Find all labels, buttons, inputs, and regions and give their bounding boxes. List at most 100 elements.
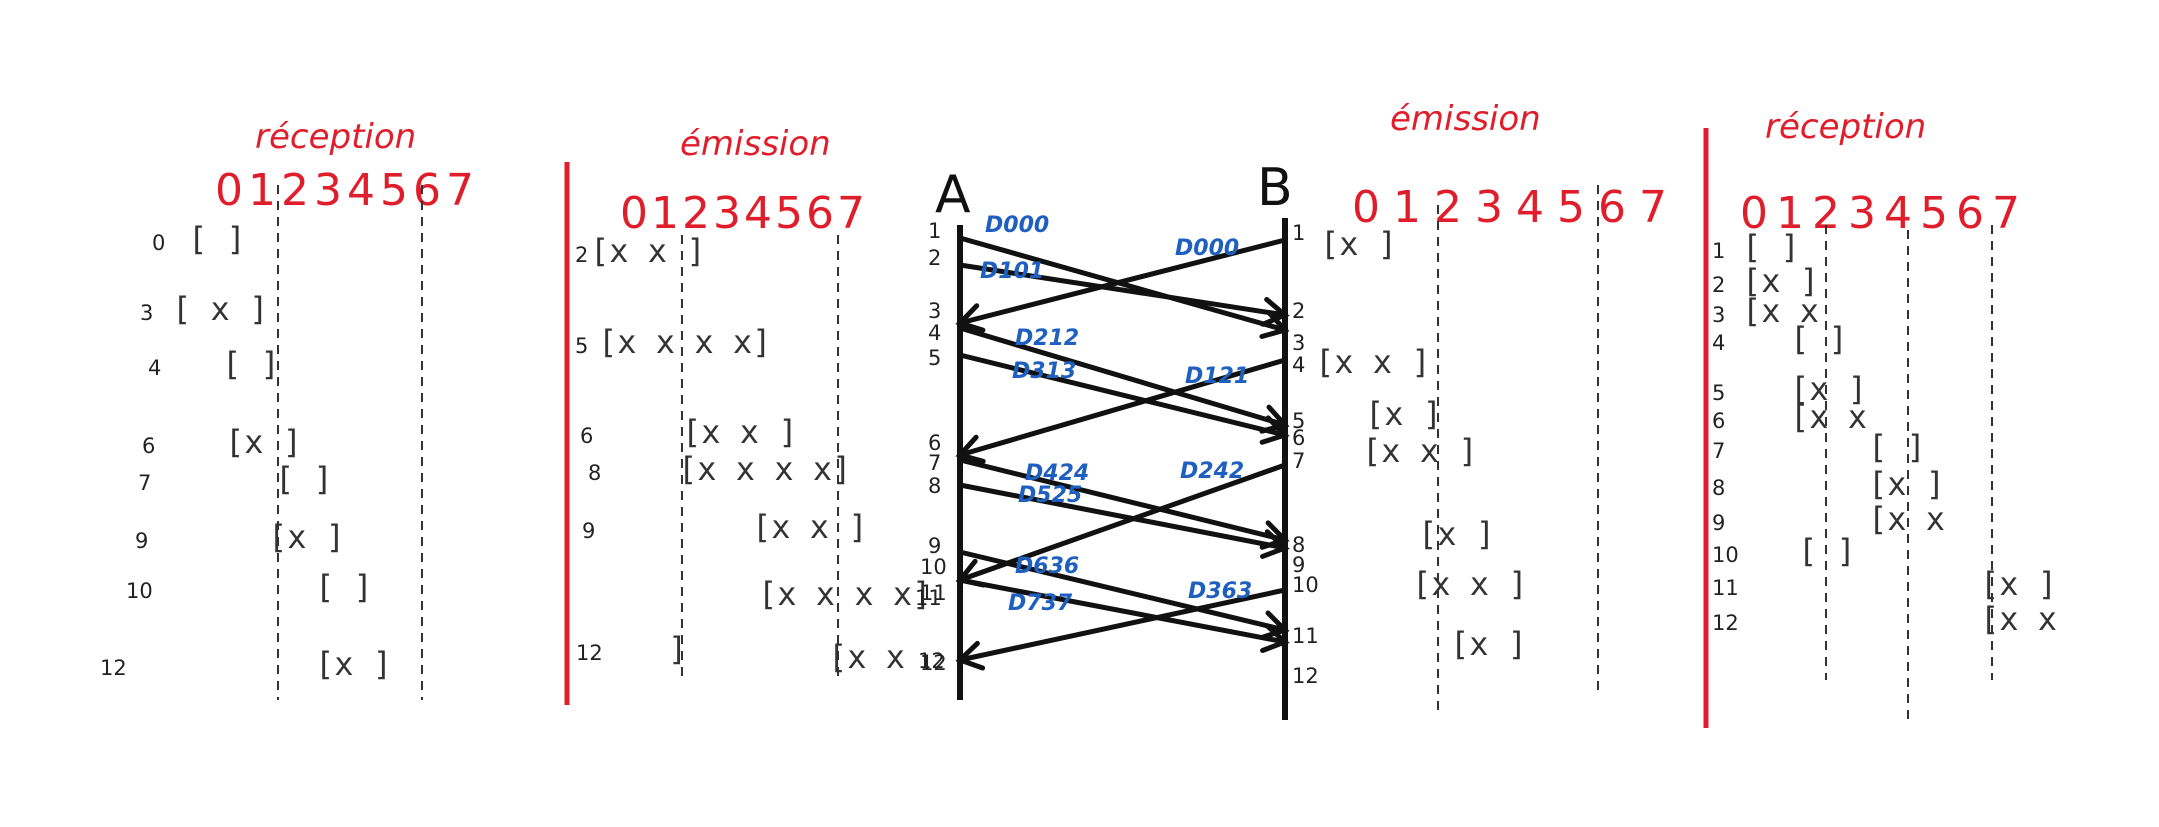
message-label-b-to-a-2: D242 xyxy=(1180,459,1244,484)
digit-left_emission-6: 6 xyxy=(806,188,834,239)
rr-label-1: 1 xyxy=(1712,239,1725,263)
digit-left_reception-6: 6 xyxy=(413,165,441,216)
rr-frame-0: [ ] xyxy=(1742,228,1800,266)
a-tick-4: 4 xyxy=(928,321,941,345)
arrow-b-to-a-3 xyxy=(957,587,1288,663)
rr-label-5: 5 xyxy=(1712,381,1725,405)
digit-left_reception-2: 2 xyxy=(281,165,309,216)
le-label-12: 12 xyxy=(576,641,603,665)
rr-frame-9: [ ] xyxy=(1798,532,1856,570)
digit-left_reception-0: 0 xyxy=(215,165,243,216)
message-label-a-to-b-4: D424 xyxy=(1025,461,1089,486)
digit-right_emission-1: 1 xyxy=(1393,182,1421,233)
header-right-emission: émission xyxy=(1390,99,1541,139)
le-frame-4: [x x ] xyxy=(752,508,868,546)
message-arrows xyxy=(955,235,1290,671)
lr-label-9: 9 xyxy=(135,529,148,553)
le-frame-5: [x x x x] xyxy=(758,575,931,613)
arrow-a-to-b-5 xyxy=(957,482,1288,551)
b-tick-3: 3 xyxy=(1292,331,1305,355)
arrow-a-to-b-4 xyxy=(957,457,1288,543)
rr-frame-3: [ ] xyxy=(1790,320,1848,358)
digit-left_reception-4: 4 xyxy=(347,165,375,216)
message-label-b-to-a-0: D000 xyxy=(1175,236,1239,261)
header-right-reception: réception xyxy=(1765,107,1926,147)
node-a-label: A xyxy=(935,165,971,225)
b-tick-11: 11 xyxy=(1292,624,1319,648)
b-tick-8: 8 xyxy=(1292,533,1305,557)
message-labels: D000D101D212D313D424D525D636D737D000D121… xyxy=(980,213,1252,616)
right-emission-rows: [x ][x x ][x ][x x ][x ][x x ][x ] xyxy=(1315,225,1528,663)
arrow-b-to-a-2-head xyxy=(955,558,986,588)
left-emission-rows: 2[x x ]5[x x x x]6[x x ]8[x x x x]9[x x … xyxy=(575,232,945,676)
arrow-b-to-a-3-head xyxy=(955,640,986,671)
digit-right_emission-0: 0 xyxy=(1352,182,1380,233)
message-label-b-to-a-1: D121 xyxy=(1185,364,1249,389)
a-tick-7: 7 xyxy=(928,451,941,475)
digit-left_emission-4: 4 xyxy=(744,188,772,239)
le-frame-2: [x x ] xyxy=(682,413,798,451)
b-tick-5: 5 xyxy=(1292,409,1305,433)
le-stub: ] xyxy=(668,630,687,668)
lr-label-10: 10 xyxy=(126,579,153,603)
re-frame-5: [x x ] xyxy=(1412,565,1528,603)
a-tick-6: 6 xyxy=(928,431,941,455)
le-frame-3: [x x x x] xyxy=(678,450,851,488)
arrow-a-to-b-7-head xyxy=(1260,623,1290,653)
le-label-12b: 12 xyxy=(918,649,945,673)
rr-frame-1: [x ] xyxy=(1742,262,1819,300)
left-reception-rows: 0[ ]3[ x ]4[ ]6[x ]7[ ]9[x ]10[ ]12[x ] xyxy=(100,220,392,683)
lr-label-6: 6 xyxy=(142,434,155,458)
le-label-1: 5 xyxy=(575,334,588,358)
arrow-a-to-b-6 xyxy=(957,549,1288,633)
rr-frame-2: [x x xyxy=(1742,292,1819,330)
re-frame-4: [x ] xyxy=(1418,515,1495,553)
lr-label-12: 12 xyxy=(100,656,127,680)
message-label-a-to-b-0: D000 xyxy=(985,213,1049,238)
message-label-a-to-b-5: D525 xyxy=(1018,483,1082,508)
arrow-a-to-b-1 xyxy=(957,262,1288,318)
message-label-a-to-b-2: D212 xyxy=(1015,326,1079,351)
lr-label-4: 4 xyxy=(148,356,161,380)
arrow-b-to-a-1 xyxy=(957,357,1288,458)
digit-left_reception-7: 7 xyxy=(446,165,474,216)
lr-label-3: 3 xyxy=(140,301,153,325)
b-tick-6: 6 xyxy=(1292,426,1305,450)
a-tick-12: 12 xyxy=(920,651,947,675)
lr-frame-6: [ ] xyxy=(315,568,373,606)
le-label-3: 8 xyxy=(588,461,601,485)
digit-right_reception-7: 7 xyxy=(1992,188,2020,239)
digit-left_emission-7: 7 xyxy=(837,188,865,239)
right-reception-rows: 1[ ]2[x ]3[x x4[ ]5[x ]6[x x7[ ]8[x ]9[x… xyxy=(1712,228,2057,638)
lr-label-0: 0 xyxy=(152,231,165,255)
rr-label-9: 9 xyxy=(1712,511,1725,535)
rr-label-8: 8 xyxy=(1712,476,1725,500)
b-tick-4: 4 xyxy=(1292,353,1305,377)
a-tick-8: 8 xyxy=(928,474,941,498)
digit-right_reception-0: 0 xyxy=(1740,188,1768,239)
arrow-b-to-a-0 xyxy=(957,237,1288,326)
lr-frame-1: [ x ] xyxy=(172,290,268,328)
rr-frame-5: [x x xyxy=(1790,398,1867,436)
b-tick-9: 9 xyxy=(1292,553,1305,577)
rr-label-10: 10 xyxy=(1712,543,1739,567)
header-left-emission: émission xyxy=(680,124,831,164)
le-label-11: 11 xyxy=(915,586,942,610)
arrow-a-to-b-7 xyxy=(957,577,1288,645)
re-frame-1: [x x ] xyxy=(1315,343,1431,381)
node-b-label: B xyxy=(1257,158,1293,218)
lr-frame-5: [x ] xyxy=(268,518,345,556)
rr-frame-7: [x ] xyxy=(1868,465,1945,503)
rr-label-11: 11 xyxy=(1712,576,1739,600)
arrow-a-to-b-3-head xyxy=(1259,415,1290,445)
message-label-a-to-b-1: D101 xyxy=(980,259,1044,284)
message-label-a-to-b-6: D636 xyxy=(1015,554,1079,579)
rr-frame-8: [x x xyxy=(1868,500,1945,538)
digit-right_emission-4: 4 xyxy=(1516,182,1544,233)
a-tick-3: 3 xyxy=(928,299,941,323)
le-frame-6: [x x xyxy=(828,638,905,676)
a-tick-5: 5 xyxy=(928,346,941,370)
digit-right_emission-7: 7 xyxy=(1639,182,1667,233)
